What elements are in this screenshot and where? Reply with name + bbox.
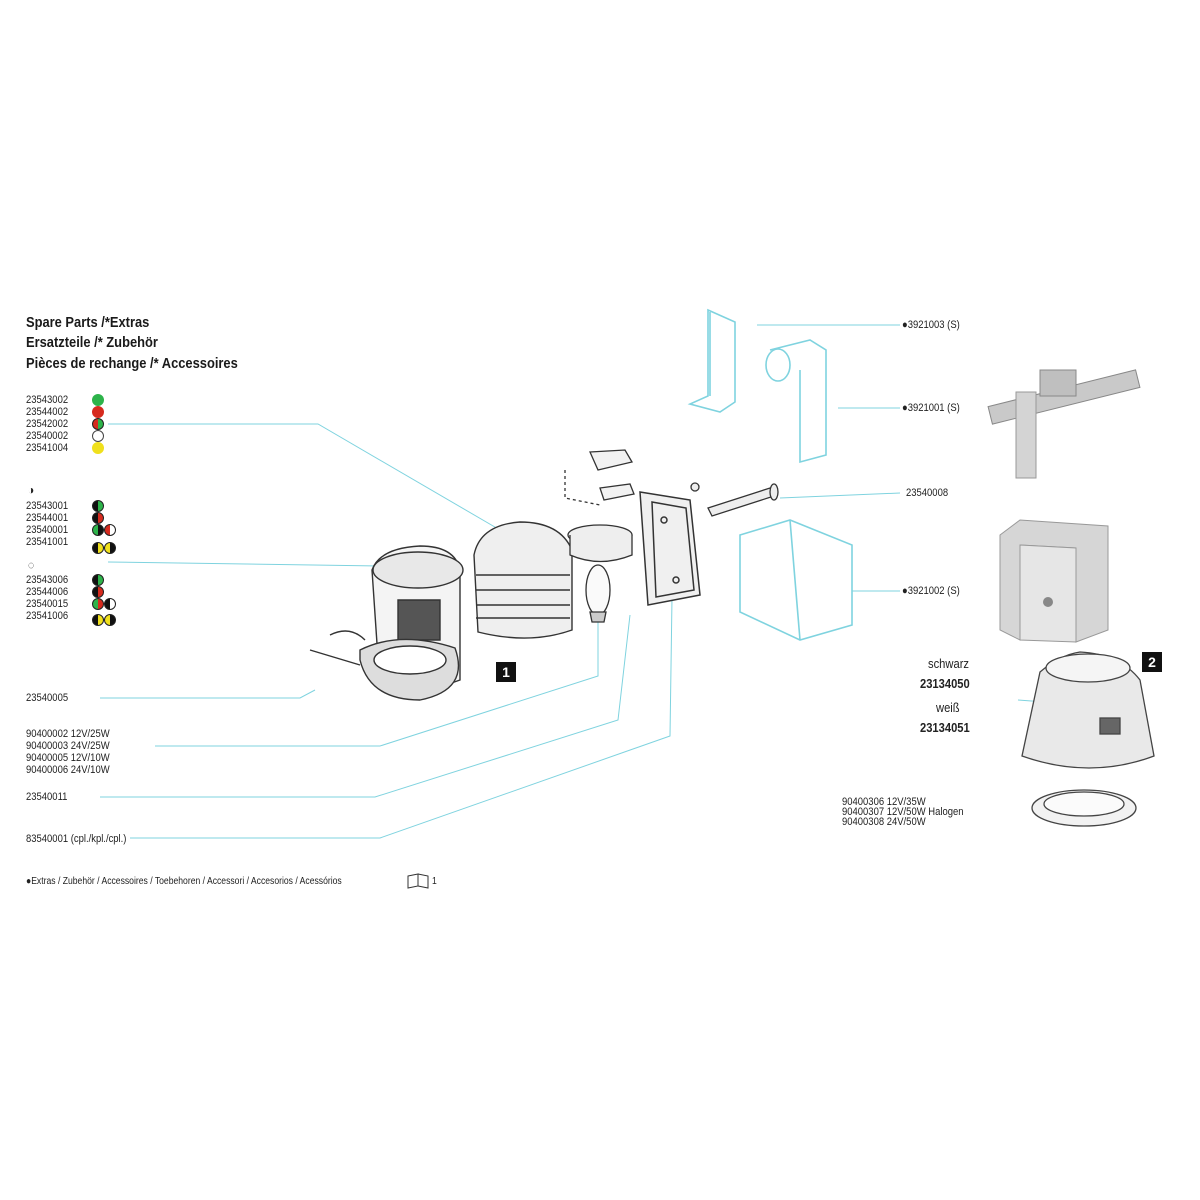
item-2-badge: 2 [1142,652,1162,672]
part-number: 23541001 [26,536,69,548]
black-yellow-color-dot [92,542,104,554]
cover-white-label: weiß [936,700,960,715]
heading-german: Ersatzteile /* Zubehör [26,334,158,351]
cover-black-label: schwarz [928,656,970,671]
heading-french: Pièces de rechange /* Accessoires [26,355,238,372]
green-black-color-dot [92,524,104,536]
bolt-part-number: 23540008 [906,487,949,499]
stainless-bracket-photo-a [987,369,1141,479]
book-icon [407,873,429,889]
part-number: 23544006 [26,586,69,598]
red-white-color-dot [104,524,116,536]
bulb-part-number: 90400005 12V/10W [26,752,110,764]
part-number: 23543006 [26,574,69,586]
lamp-icon: ◑ [28,483,35,497]
yellow-black-color-dot [104,542,116,554]
bulb-part-number: 90400006 24V/10W [26,764,110,776]
green-red-color-dot [92,598,104,610]
item-1-badge: 1 [496,662,516,682]
halogen-lens-drawing [1031,789,1137,827]
cover-black-number: 23134050 [920,676,970,691]
bracket-drawings [687,308,853,641]
red-color-dot [92,406,104,418]
black-white-color-dot [104,598,116,610]
cover-drawing [1021,651,1155,769]
clip-drawing [564,449,635,506]
part-number: 23541004 [26,442,69,454]
lamp-outline-icon: ◌ [28,558,35,572]
part-number: 23540001 [26,524,69,536]
bracket-part-number: ●3921003 (S) [902,319,960,331]
bolt-drawing [690,482,779,517]
green-color-dot [92,394,104,406]
part-number: 23542002 [26,418,69,430]
part-number: 23543002 [26,394,69,406]
part-number: 23544001 [26,512,69,524]
bracket-part-number: ●3921002 (S) [902,585,960,597]
housing-part-number: 83540001 (cpl./kpl./cpl.) [26,833,127,845]
yellow-color-dot [92,442,104,454]
part-number: 23540002 [26,430,69,442]
bulb-part-number: 90400002 12V/25W [26,728,110,740]
red-green-color-dot [92,418,104,430]
lamp-housing-drawing [309,545,464,701]
black-yellow-color-dot [92,614,104,626]
yellow-black-color-dot [104,614,116,626]
black-red-color-dot [92,512,104,524]
heading-english: Spare Parts /*Extras [26,314,150,331]
halogen-bulb-part-number: 90400308 24V/50W [842,816,926,828]
black-red-color-dot [92,586,104,598]
part-number: 23540015 [26,598,69,610]
lens-drawing [473,521,573,639]
bracket-part-number: ●3921001 (S) [902,402,960,414]
mounting-plate-drawing [639,491,701,606]
screw-part-number: 23540005 [26,692,69,704]
stainless-bracket-photo-b [999,519,1109,643]
footer-reference: 1 [432,876,437,887]
black-green-color-dot [92,574,104,586]
black-green-color-dot [92,500,104,512]
leader-lines [100,324,1062,839]
lens-part-number: 23540011 [26,791,68,803]
halogen-bulb-part-number: 90400306 12V/35W [842,796,926,808]
part-number: 23541006 [26,610,69,622]
bulb-part-number: 90400003 24V/25W [26,740,110,752]
footer-note: ●Extras / Zubehör / Accessoires / Toebeh… [26,876,342,887]
halogen-bulb-part-number: 90400307 12V/50W Halogen [842,806,964,818]
bulb-holder-drawing [567,524,633,623]
part-number: 23544002 [26,406,69,418]
part-number: 23543001 [26,500,69,512]
cover-white-number: 23134051 [920,720,970,735]
white-color-dot [92,430,104,442]
